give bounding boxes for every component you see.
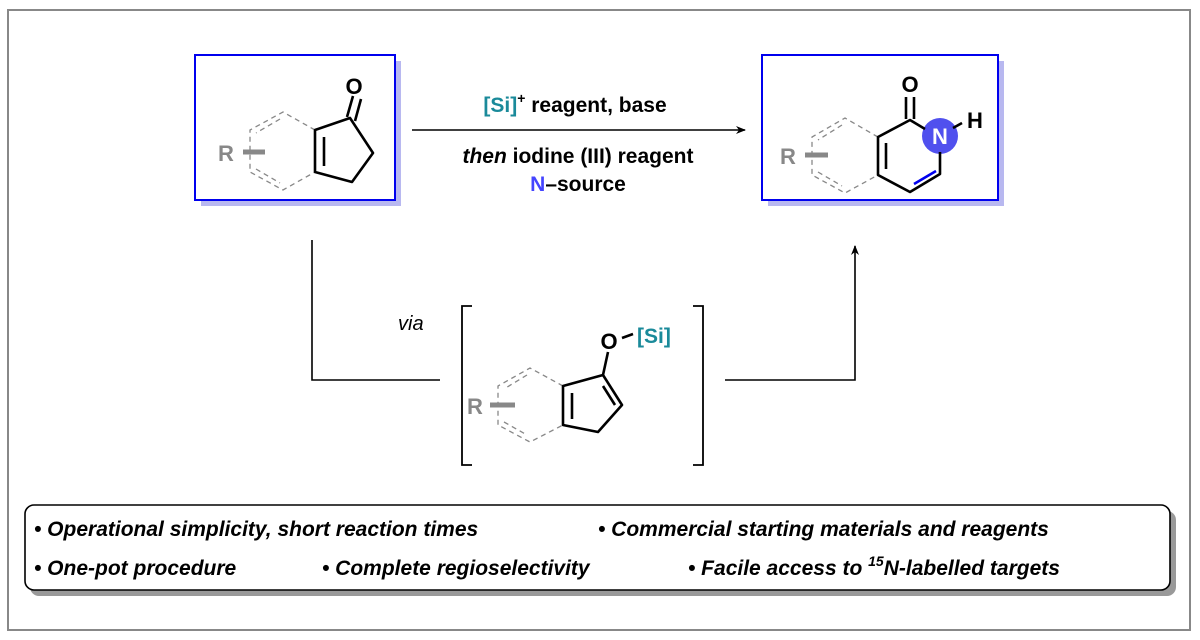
oxygen-atom: O [600,329,617,354]
via-label: via [398,313,424,335]
via-path-right [725,245,859,381]
product: R O N H [761,54,1004,206]
feature-operational-simplicity: • Operational simplicity, short reaction… [34,518,478,541]
r-group-label: R [467,394,483,419]
starting-material: R O [194,54,401,206]
feature-commercial-materials: • Commercial starting materials and reag… [598,518,1049,541]
oxygen-atom: O [901,72,918,97]
feature-one-pot: • One-pot procedure [34,557,237,580]
nitrogen-atom: N [932,124,948,149]
outer-frame [7,9,1191,631]
nitrogen-highlight [922,118,958,154]
features-box: • Operational simplicity, short reaction… [24,504,1176,596]
conditions-line-1: [Si]+ reagent, base [483,90,666,117]
conditions-line-3: N–source [530,173,626,196]
r-group-label: R [780,144,796,169]
silyl-enol-ether-intermediate: R O [Si] [461,305,704,466]
right-bracket [693,305,704,466]
feature-15n-labelling: • Facile access to 15N-labelled targets [688,553,1060,580]
via-path-left [311,240,440,381]
r-group-label: R [218,141,234,166]
conditions-line-2: then iodine (III) reagent [462,145,693,168]
hydrogen-atom: H [967,108,983,133]
feature-regioselectivity: • Complete regioselectivity [322,557,591,580]
left-bracket [461,305,472,466]
silyl-group: [Si] [637,325,671,348]
oxygen-atom: O [345,74,362,99]
dashed-arene-ring [249,111,316,191]
